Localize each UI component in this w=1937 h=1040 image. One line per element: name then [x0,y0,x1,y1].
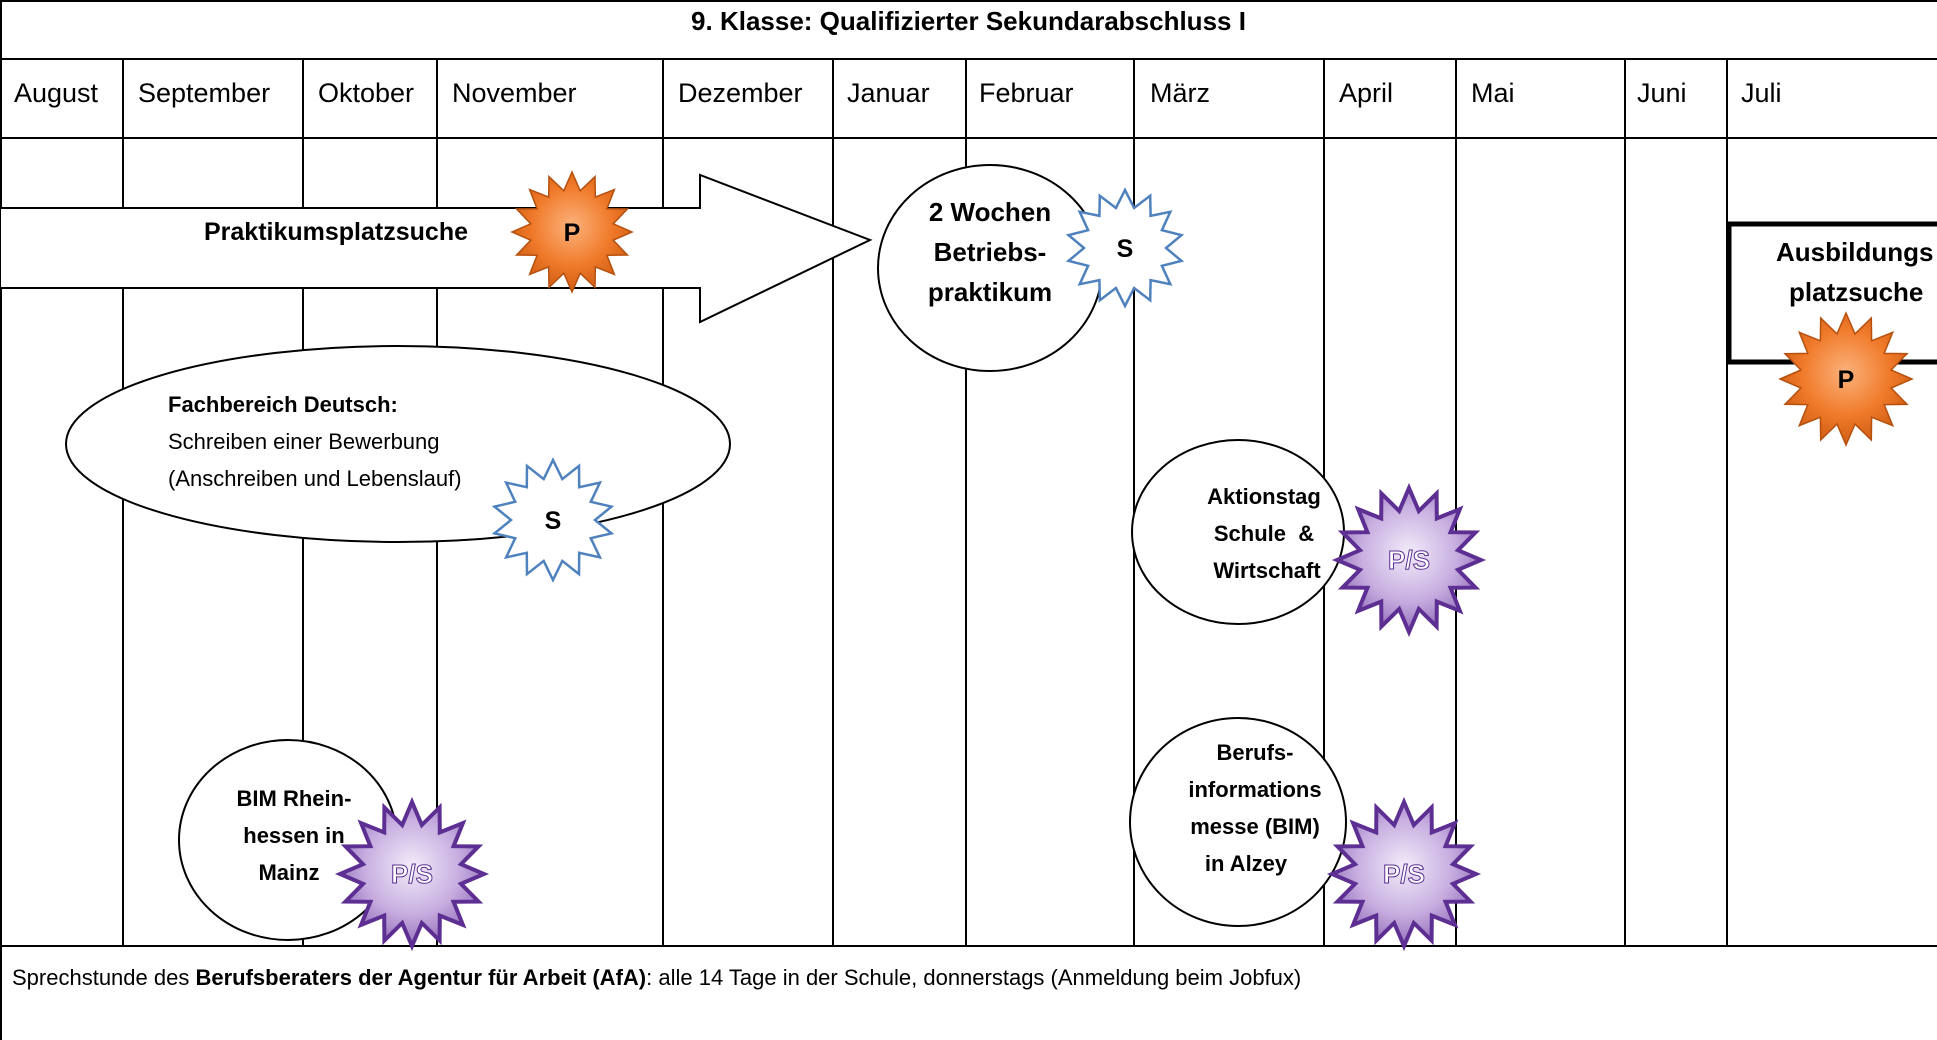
month-oktober: Oktober [318,78,415,108]
month-august: August [14,78,99,108]
footer-suffix: : alle 14 Tage in der Schule, donnerstag… [646,965,1302,990]
fachbereich-deutsch-s-badge-shape [491,457,615,583]
fachbereich-deutsch-s-badge-label: S [545,507,562,535]
ausbildungsplatzsuche-p-badge-shape [1778,311,1914,447]
month-dezember: Dezember [678,78,803,108]
bim-rheinhessen-ps-badge: P/S [334,796,490,952]
bim-alzey-ps-badge-label: P/S [1383,859,1425,889]
month-april: April [1339,78,1394,108]
page-title: 9. Klasse: Qualifizierter Sekundarabschl… [691,6,1246,36]
praktikumsplatzsuche-p-badge-shape [510,170,634,294]
fachbereich-deutsch-line2: (Anschreiben und Lebenslauf) [168,466,462,491]
month-maerz: März [1150,78,1210,108]
aktionstag-line3: Wirtschaft [1213,558,1321,583]
aktionstag-text: Aktionstag Schule & Wirtschaft [1180,478,1348,589]
bim-alzey-text: Berufs- informations messe (BIM) in Alze… [1175,734,1335,882]
bim-alzey-ellipse [1129,717,1347,927]
aktionstag-ps-badge-label: P/S [1388,545,1430,575]
ausbildungsplatzsuche-line1: Ausbildungs [1776,237,1934,267]
month-juli: Juli [1741,78,1782,108]
aktionstag-line1: Aktionstag [1207,484,1321,509]
betriebspraktikum-line1: 2 Wochen [928,197,1052,227]
praktikumsplatzsuche-p-badge: P [510,170,634,294]
bim-alzey-line2: informations [1188,777,1322,802]
footer-prefix: Sprechstunde des [12,965,196,990]
fachbereich-deutsch-heading: Fachbereich Deutsch: [168,392,398,417]
praktikumsplatzsuche-arrow [0,173,873,324]
fachbereich-deutsch-text: Fachbereich Deutsch: Schreiben einer Bew… [168,386,462,497]
fachbereich-deutsch-line1: Schreiben einer Bewerbung [168,429,440,454]
footer-note: Sprechstunde des Berufsberaters der Agen… [12,965,1301,991]
ausbildungsplatzsuche-p-badge-label: P [1838,366,1855,394]
bim-alzey-line1: Berufs- [1216,740,1294,765]
bim-alzey-line4: in Alzey [1204,851,1288,876]
bim-rheinhessen-line2: hessen in [243,823,345,848]
betriebspraktikum-line3: praktikum [927,277,1053,307]
betriebspraktikum-s-badge: S [1065,187,1185,309]
bim-rheinhessen-ps-badge-shape [334,796,490,952]
bim-alzey-ps-badge: P/S [1326,796,1482,952]
fachbereich-deutsch-s-badge: S [491,457,615,583]
month-januar: Januar [847,78,930,108]
aktionstag-line2: Schule & [1213,521,1315,546]
bim-rheinhessen-line1: BIM Rhein- [236,786,352,811]
ausbildungsplatzsuche-line2: platzsuche [1789,277,1924,307]
ausbildungsplatzsuche-text: Ausbildungs platzsuche [1776,232,1937,312]
praktikumsplatzsuche-p-badge-label: P [564,219,581,247]
bim-alzey-line3: messe (BIM) [1190,814,1320,839]
bim-rheinhessen-ps-badge-label: P/S [391,859,433,889]
month-november: November [452,78,577,108]
footer-bold: Berufsberaters der Agentur für Arbeit (A… [195,965,647,990]
betriebspraktikum-s-badge-shape [1065,187,1185,309]
praktikumsplatzsuche-label: Praktikumsplatzsuche [204,218,468,246]
month-september: September [138,78,271,108]
bim-alzey-ps-badge-shape [1326,796,1482,952]
bim-rheinhessen-line3: Mainz [258,860,320,885]
ausbildungsplatzsuche-p-badge: P [1778,311,1914,447]
aktionstag-ps-badge: P/S [1331,482,1487,638]
month-februar: Februar [979,78,1074,108]
month-mai: Mai [1471,78,1515,108]
bim-rheinhessen-text: BIM Rhein- hessen in Mainz [224,780,364,891]
aktionstag-ps-badge-shape [1331,482,1487,638]
betriebspraktikum-s-badge-label: S [1117,235,1134,263]
betriebspraktikum-text: 2 Wochen Betriebs- praktikum [905,192,1075,312]
betriebspraktikum-line2: Betriebs- [933,237,1047,267]
month-juni: Juni [1637,78,1687,108]
